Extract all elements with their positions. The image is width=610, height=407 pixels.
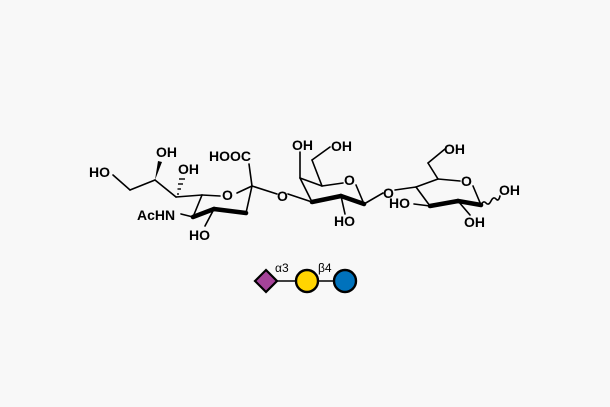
label-ho-c2-gal: HO xyxy=(334,213,355,229)
snfg-symbol-chain: α3 β4 xyxy=(253,261,358,294)
label-ring-o-glc: O xyxy=(461,173,472,189)
label-oh-c4-gal: OH xyxy=(292,137,313,153)
label-oh-c6-glc: OH xyxy=(444,141,465,157)
glucose-circle-symbol xyxy=(332,268,358,294)
atom-labels: HO OH OH AcHN HO HOOC O O OH OH O HO O O… xyxy=(89,137,520,243)
label-oh-c8: OH xyxy=(156,144,177,160)
label-oh-c2-glc: OH xyxy=(464,214,485,230)
galactose-circle-symbol xyxy=(294,268,320,294)
label-achn: AcHN xyxy=(137,207,175,223)
label-ring-o-gal: O xyxy=(344,172,355,188)
neu5ac-diamond-symbol xyxy=(253,268,279,294)
hashed-bond xyxy=(177,178,185,195)
linkage-label-alpha3: α3 xyxy=(275,261,289,275)
label-link-o-2: O xyxy=(383,185,394,201)
label-link-o-1: O xyxy=(277,188,288,204)
label-ho-c3-glc: HO xyxy=(389,195,410,211)
label-ring-o-neu: O xyxy=(222,187,233,203)
linkage-label-beta4: β4 xyxy=(318,261,332,275)
label-oh-c7: OH xyxy=(178,161,199,177)
galactose-structure xyxy=(287,146,384,215)
glucose-structure xyxy=(394,148,501,216)
label-ho-c4-neu: HO xyxy=(189,227,210,243)
label-hooc: HOOC xyxy=(209,148,251,164)
wedge-bond xyxy=(155,161,162,180)
label-oh-anomeric: OH xyxy=(499,182,520,198)
label-oh-c6-gal: OH xyxy=(331,138,352,154)
label-ho-glycerol: HO xyxy=(89,164,110,180)
wavy-bond xyxy=(480,195,501,206)
neu5ac-structure xyxy=(112,161,278,227)
